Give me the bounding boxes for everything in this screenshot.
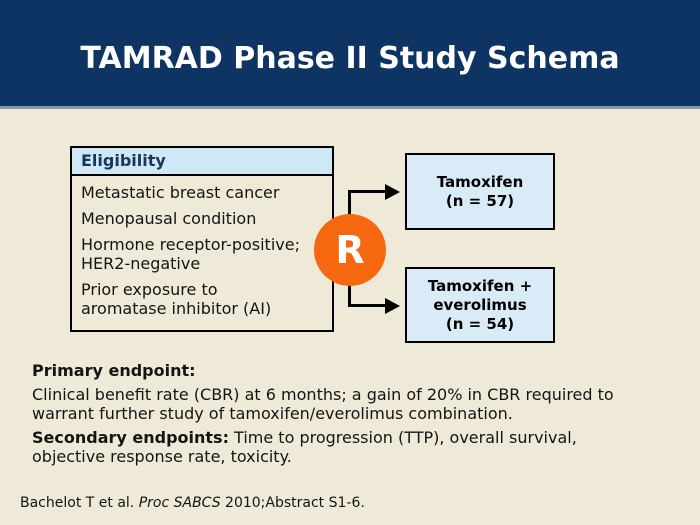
text-line: Hormone receptor-positive; <box>81 235 300 254</box>
secondary-endpoints-label: Secondary endpoints: <box>32 428 229 447</box>
arrowhead-bottom-icon <box>385 297 400 314</box>
text-line: aromatase inhibitor (AI) <box>81 299 272 318</box>
citation-pre: Bachelot T et al. <box>20 495 139 511</box>
eligibility-item: Hormone receptor-positive;HER2-negative <box>81 235 324 273</box>
arrowhead-top-icon <box>385 183 400 200</box>
citation-post: 2010;Abstract S1-6. <box>220 495 365 511</box>
text-line: Clinical benefit rate (CBR) at 6 months;… <box>32 385 614 404</box>
eligibility-item: Menopausal condition <box>81 209 324 228</box>
text-line: everolimus <box>433 295 527 314</box>
text-line: Prior exposure to <box>81 280 218 299</box>
arm-box-tamoxifen: Tamoxifen(n = 57) <box>405 153 555 230</box>
eligibility-item: Metastatic breast cancer <box>81 183 324 202</box>
text-line: (n = 54) <box>445 314 515 333</box>
text-line: Metastatic breast cancer <box>81 183 280 202</box>
title-bar: TAMRAD Phase II Study Schema <box>0 0 700 109</box>
citation-journal: Proc SABCS <box>138 495 221 511</box>
randomization-circle: R <box>314 214 386 286</box>
text-line: warrant further study of tamoxifen/evero… <box>32 404 513 423</box>
primary-endpoint-label: Primary endpoint: <box>32 361 196 380</box>
text-line: HER2-negative <box>81 254 201 273</box>
slide-title: TAMRAD Phase II Study Schema <box>80 40 620 76</box>
text-line: (n = 57) <box>445 191 515 210</box>
arm-box-tamoxifen-everolimus: Tamoxifen +everolimus(n = 54) <box>405 267 555 343</box>
text-line: Menopausal condition <box>81 209 257 228</box>
eligibility-header: Eligibility <box>72 148 332 176</box>
secondary-endpoints-rest: Time to progression (TTP), overall survi… <box>228 428 577 447</box>
text-line: Tamoxifen <box>436 172 524 191</box>
secondary-endpoints-line1: Secondary endpoints: Time to progression… <box>32 428 692 447</box>
primary-endpoint-description: Clinical benefit rate (CBR) at 6 months;… <box>32 385 692 423</box>
randomization-symbol: R <box>335 228 365 272</box>
secondary-endpoints-line2: objective response rate, toxicity. <box>32 447 292 466</box>
endpoints-text: Primary endpoint: Clinical benefit rate … <box>32 361 692 471</box>
connector-bottom-arm-line <box>350 304 386 307</box>
text-line: Tamoxifen + <box>427 276 533 295</box>
citation: Bachelot T et al. Proc SABCS 2010;Abstra… <box>20 495 365 511</box>
connector-top-arm-line <box>350 190 386 193</box>
